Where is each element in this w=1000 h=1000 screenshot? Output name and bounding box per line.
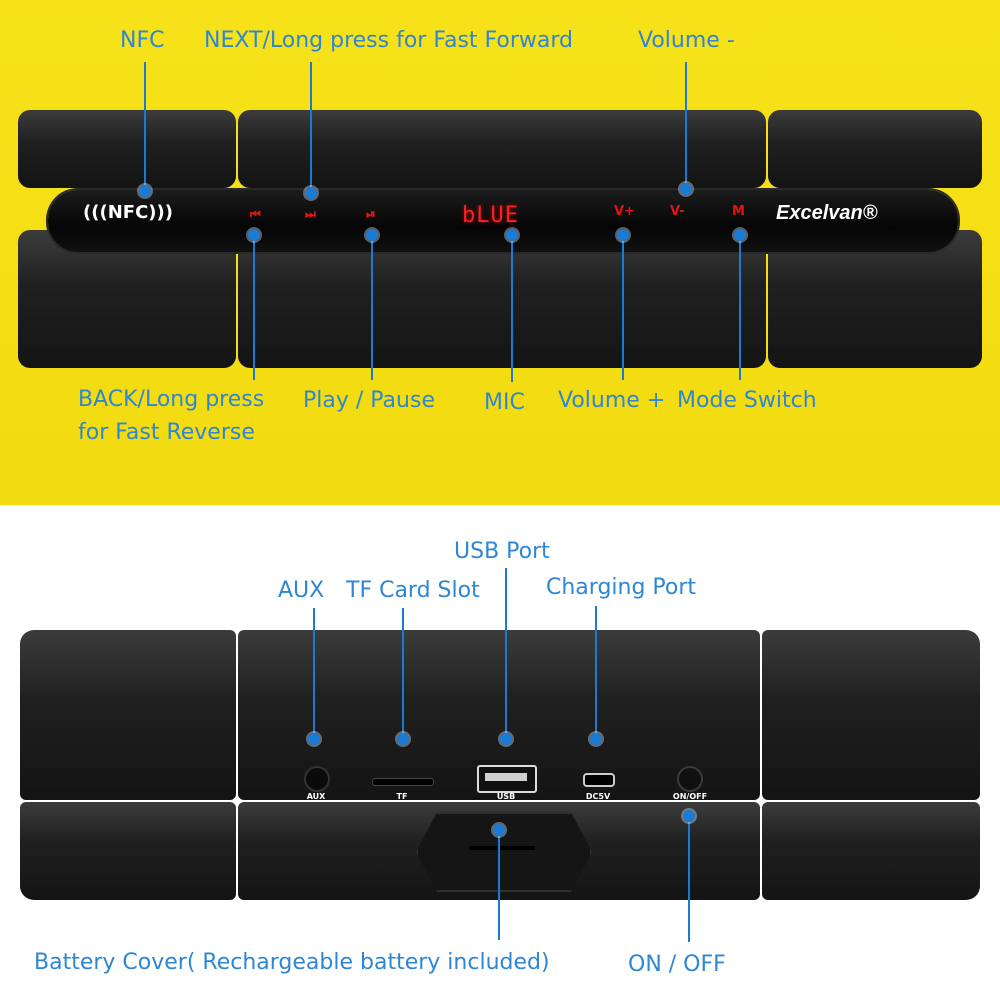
speaker-segment	[20, 802, 236, 900]
usb-port-label: USB Port	[454, 539, 550, 564]
callout-dot	[305, 187, 317, 199]
callout-line	[622, 234, 624, 380]
tf-card-slot[interactable]	[372, 778, 434, 786]
next-label: NEXT/Long press for Fast Forward	[204, 28, 574, 53]
back-label-line2: for Fast Reverse	[78, 420, 255, 445]
callout-line	[688, 816, 690, 942]
battery-cover[interactable]	[416, 812, 592, 892]
speaker-segment	[18, 230, 236, 368]
onoff-port-text: ON/OFF	[672, 792, 708, 801]
back-label-line1: BACK/Long press	[78, 387, 265, 412]
speaker-segment	[238, 230, 766, 368]
speaker-segment	[238, 110, 766, 188]
speaker-top-view	[18, 110, 982, 368]
aux-port-text: AUX	[306, 792, 326, 801]
callout-dot	[590, 733, 602, 745]
volume-plus-button[interactable]: V+	[614, 204, 635, 219]
callout-line	[685, 62, 687, 188]
callout-dot	[734, 229, 746, 241]
mic-label: MIC	[484, 390, 525, 415]
battery-cover-label: Battery Cover( Rechargeable battery incl…	[34, 950, 550, 975]
tf-card-slot-label: TF Card Slot	[346, 578, 480, 603]
dc-port-text: DC5V	[585, 792, 611, 801]
usb-port[interactable]	[477, 765, 537, 793]
callout-line	[498, 830, 500, 940]
speaker-segment	[762, 630, 980, 800]
next-button[interactable]: ⏭	[305, 207, 316, 221]
volume-minus-label: Volume -	[638, 28, 735, 53]
speaker-segment	[768, 230, 982, 368]
volume-plus-label: Volume +	[558, 388, 666, 413]
back-button[interactable]: ⏮	[250, 207, 261, 221]
charging-port-label: Charging Port	[546, 575, 697, 600]
callout-line	[310, 62, 312, 190]
callout-line	[511, 234, 513, 382]
tf-port-text: TF	[396, 792, 408, 801]
on-off-label: ON / OFF	[628, 952, 726, 977]
charging-port[interactable]	[583, 773, 615, 787]
callout-line	[595, 606, 597, 738]
callout-line	[371, 234, 373, 380]
volume-minus-button[interactable]: V-	[670, 204, 685, 219]
callout-line	[144, 62, 146, 190]
aux-label: AUX	[278, 578, 325, 603]
callout-line	[402, 608, 404, 738]
led-display: bLUE	[462, 203, 519, 228]
speaker-segment	[18, 110, 236, 188]
callout-dot	[248, 229, 260, 241]
callout-line	[739, 234, 741, 380]
mode-switch-label: Mode Switch	[677, 388, 817, 413]
callout-line	[253, 234, 255, 380]
speaker-segment	[762, 802, 980, 900]
usb-port-text: USB	[496, 792, 516, 801]
callout-dot	[617, 229, 629, 241]
callout-dot	[683, 810, 695, 822]
callout-dot	[493, 824, 505, 836]
mode-button[interactable]: M	[732, 204, 745, 219]
brand-logo: Excelvan®	[776, 202, 878, 224]
callout-dot	[139, 185, 151, 197]
nfc-label: NFC	[120, 28, 165, 53]
speaker-back-view	[20, 630, 980, 900]
nfc-logo: (((NFC)))	[83, 202, 173, 223]
control-panel-strip	[48, 190, 958, 252]
battery-cover-slot	[469, 846, 535, 850]
aux-jack[interactable]	[304, 766, 330, 792]
power-button[interactable]	[677, 766, 703, 792]
callout-dot	[397, 733, 409, 745]
callout-dot	[680, 183, 692, 195]
play-pause-button[interactable]: ⏯	[366, 207, 376, 221]
speaker-segment	[768, 110, 982, 188]
back-label: BACK/Long press for Fast Reverse	[78, 383, 298, 449]
callout-dot	[500, 733, 512, 745]
speaker-segment	[20, 630, 236, 800]
callout-line	[505, 568, 507, 738]
callout-dot	[506, 229, 518, 241]
callout-dot	[308, 733, 320, 745]
callout-dot	[366, 229, 378, 241]
callout-line	[313, 608, 315, 738]
play-pause-label: Play / Pause	[303, 388, 435, 413]
